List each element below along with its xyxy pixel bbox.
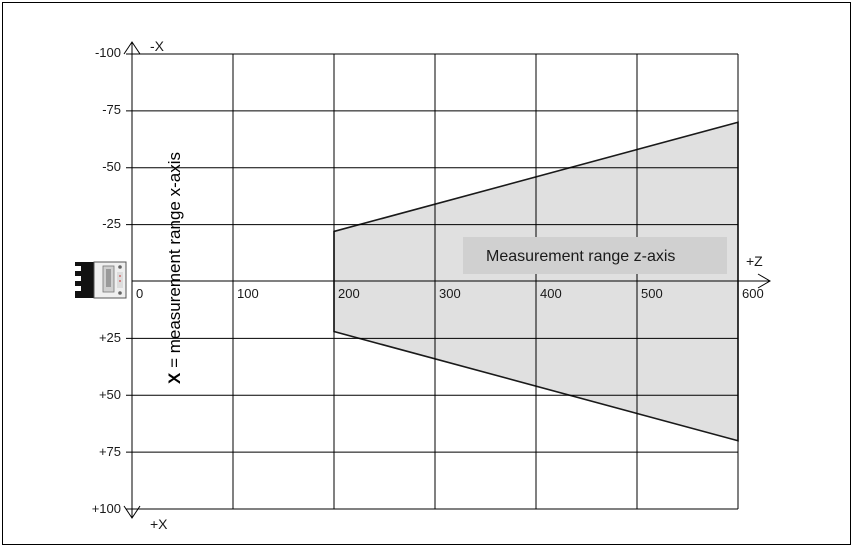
tick-label-z: 400 [540,286,562,301]
tick-label-x: -75 [102,102,121,117]
range-z-label-box [463,237,727,274]
z-axis-tick-labels: 0 100 200 300 400 500 600 [136,286,764,301]
x-axis-tick-labels: -100 -75 -50 -25 +25 +50 +75 +100 [92,45,121,516]
grid [126,53,739,510]
range-z-label: Measurement range z-axis [463,237,727,274]
tick-label-x: -50 [102,159,121,174]
tick-label-z: 100 [237,286,259,301]
tick-label-x: +25 [99,330,121,345]
range-x-label-bold: X [165,372,184,384]
x-axis-negative-label: -X [150,38,165,54]
tick-label-x: +100 [92,501,121,516]
z-axis [132,273,771,289]
tick-label-x: -100 [95,45,121,60]
range-z-label-text: Measurement range z-axis [486,248,675,265]
x-axis-positive-label: +X [150,516,168,532]
tick-label-z: 200 [338,286,360,301]
tick-label-x: +50 [99,387,121,402]
range-x-label-rest: = measurement range x-axis [165,152,184,373]
tick-label-z: 500 [641,286,663,301]
tick-label-z: 300 [439,286,461,301]
x-axis [123,41,141,519]
tick-label-x: -25 [102,216,121,231]
tick-label-z: 0 [136,286,143,301]
tick-label-x: +75 [99,444,121,459]
z-axis-label: +Z [746,253,763,269]
tick-label-z: 600 [742,286,764,301]
range-x-label: X = measurement range x-axis [165,152,184,384]
sensor-icon [75,261,127,299]
